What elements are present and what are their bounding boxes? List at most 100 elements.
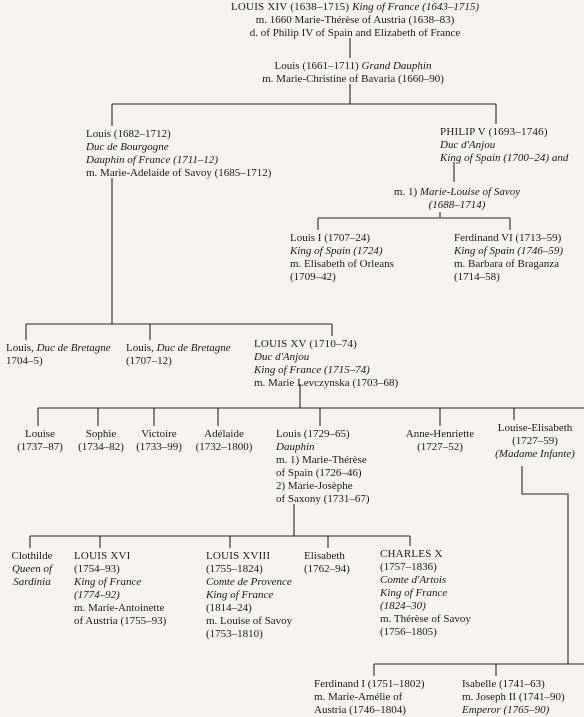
person-line: Clothilde (4, 550, 60, 563)
person-text: (Madame Infante) (495, 448, 575, 460)
person-text: m. Marie Levczynska (1703–68) (254, 377, 399, 389)
person-line: m. 1660 Marie-Thérèse of Austria (1638–8… (205, 14, 505, 27)
person-text: (1727–59) (512, 435, 558, 447)
person-line: m. 1) Marie-Thérèse (276, 454, 370, 467)
person-text: m. 1660 Marie-Thérèse of Austria (1638–8… (255, 14, 455, 26)
person-text: King of Spain (1700–24) and (440, 152, 569, 164)
person-text: King of France (206, 589, 274, 601)
person-text: Clothilde (11, 550, 53, 562)
person-line: (1688–1714) (372, 199, 542, 212)
person-text: King of Spain (1746–59) (454, 245, 564, 257)
person-louise-elisabeth: Louise-Elisabeth(1727–59)(Madame Infante… (486, 422, 584, 461)
person-line: (1714–58) (454, 271, 563, 284)
person-text: Victoire (141, 428, 177, 440)
person-text: of Saxony (1731–67) (276, 493, 370, 505)
person-line: (1737–87) (6, 441, 74, 454)
person-text: of Austria (1755–93) (74, 615, 167, 627)
person-text: Ferdinand VI (1713–59) (454, 232, 562, 244)
person-text: Dauphin (276, 441, 315, 453)
person-text: (1753–1810) (206, 628, 263, 640)
person-text: Louis, (6, 342, 37, 354)
person-text: Grand Dauphin (361, 60, 432, 72)
person-text: d. of Philip IV of Spain and Elizabeth o… (249, 27, 461, 39)
person-line: (1734–82) (70, 441, 132, 454)
person-text: m. Thérèse of Savoy (380, 613, 471, 625)
person-line: Louis I (1707–24) (290, 232, 394, 245)
person-line: m. Thérèse of Savoy (380, 613, 471, 626)
person-line: 1704–5) (6, 355, 111, 368)
person-louise: Louise(1737–87) (6, 428, 74, 454)
person-text: Louise (25, 428, 55, 440)
person-line: King of Spain (1700–24) and (440, 152, 568, 165)
person-sophie: Sophie(1734–82) (70, 428, 132, 454)
person-text: Sardinia (13, 576, 51, 588)
person-line: Louis, Duc de Bretagne (126, 342, 231, 355)
person-victoire: Victoire(1733–99) (128, 428, 190, 454)
person-text: Comte d'Artois (380, 574, 447, 586)
person-text: (1756–1805) (380, 626, 437, 638)
person-text: m. Marie-Antoinette (74, 602, 165, 614)
person-line: (1774–92) (74, 589, 166, 602)
person-text: LOUIS XVIII (206, 550, 271, 562)
person-line: PHILIP V (1693–1746) (440, 126, 568, 139)
person-line: Louise (6, 428, 74, 441)
person-line: (1754–93) (74, 563, 166, 576)
person-text: (1714–58) (454, 271, 500, 283)
person-line: m. Marie-Amélie of (314, 691, 425, 704)
person-text: Louis (1682–1712) (86, 128, 171, 140)
person-line: m. Marie-Adelaide of Savoy (1685–1712) (86, 167, 271, 180)
person-elisabeth: Elisabeth(1762–94) (304, 550, 350, 576)
person-text: Anne-Henriette (405, 428, 475, 440)
person-text: LOUIS XVI (74, 550, 131, 562)
person-line: m. Marie-Christine of Bavaria (1660–90) (238, 73, 468, 86)
person-line: King of France (74, 576, 166, 589)
person-text: m. 1) (393, 186, 420, 198)
person-text: LOUIS XV (1710–74) (254, 338, 358, 350)
person-line: Comte d'Artois (380, 574, 471, 587)
person-text: (1727–52) (417, 441, 463, 453)
connector-louise-elisabeth-down (521, 466, 569, 664)
person-text: LOUIS XIV (1638–1715) (230, 1, 353, 13)
person-louis-i: Louis I (1707–24)King of Spain (1724)m. … (290, 232, 394, 284)
person-line: Queen of (4, 563, 60, 576)
person-text: Ferdinand I (1751–1802) (314, 678, 425, 690)
person-line: m. Elisabeth of Orleans (290, 258, 394, 271)
person-line: Adélaide (186, 428, 262, 441)
person-text: King of France (74, 576, 142, 588)
person-line: Anne-Henriette (392, 428, 488, 441)
person-text: (1707–12) (126, 355, 172, 367)
person-line: LOUIS XV (1710–74) (254, 338, 398, 351)
person-text: Adélaide (204, 428, 244, 440)
person-adelaide: Adélaide(1732–1800) (186, 428, 262, 454)
person-line: Dauphin (276, 441, 370, 454)
person-text: PHILIP V (1693–1746) (440, 126, 548, 138)
person-line: LOUIS XVIII (206, 550, 292, 563)
person-line: Sardinia (4, 576, 60, 589)
person-text: (1824–30) (380, 600, 426, 612)
person-text: (1688–1714) (428, 199, 486, 211)
person-line: King of France (380, 587, 471, 600)
person-text: King of France (1643–1715) (352, 1, 479, 13)
person-text: (1732–1800) (195, 441, 253, 453)
person-text: m. Marie-Christine of Bavaria (1660–90) (262, 73, 444, 85)
person-text: (1757–1836) (380, 561, 437, 573)
person-text: (1754–93) (74, 563, 120, 575)
person-line: of Saxony (1731–67) (276, 493, 370, 506)
person-text: (1709–42) (290, 271, 336, 283)
person-text: Duc d'Anjou (254, 351, 310, 363)
person-text: Sophie (85, 428, 117, 440)
person-text: m. Barbara of Braganza (454, 258, 560, 270)
person-line: m. 1) Marie-Louise of Savoy (372, 186, 542, 199)
person-text: Marie-Louise of Savoy (419, 186, 521, 198)
person-text: of Spain (1726–46) (276, 467, 362, 479)
person-line: LOUIS XVI (74, 550, 166, 563)
person-louis-bretagne-2: Louis, Duc de Bretagne(1707–12) (126, 342, 231, 368)
person-ferdinand-vi: Ferdinand VI (1713–59)King of Spain (174… (454, 232, 563, 284)
person-line: m. Marie-Antoinette (74, 602, 166, 615)
person-text: Louis I (1707–24) (290, 232, 371, 244)
person-text: 1704–5) (6, 355, 43, 367)
